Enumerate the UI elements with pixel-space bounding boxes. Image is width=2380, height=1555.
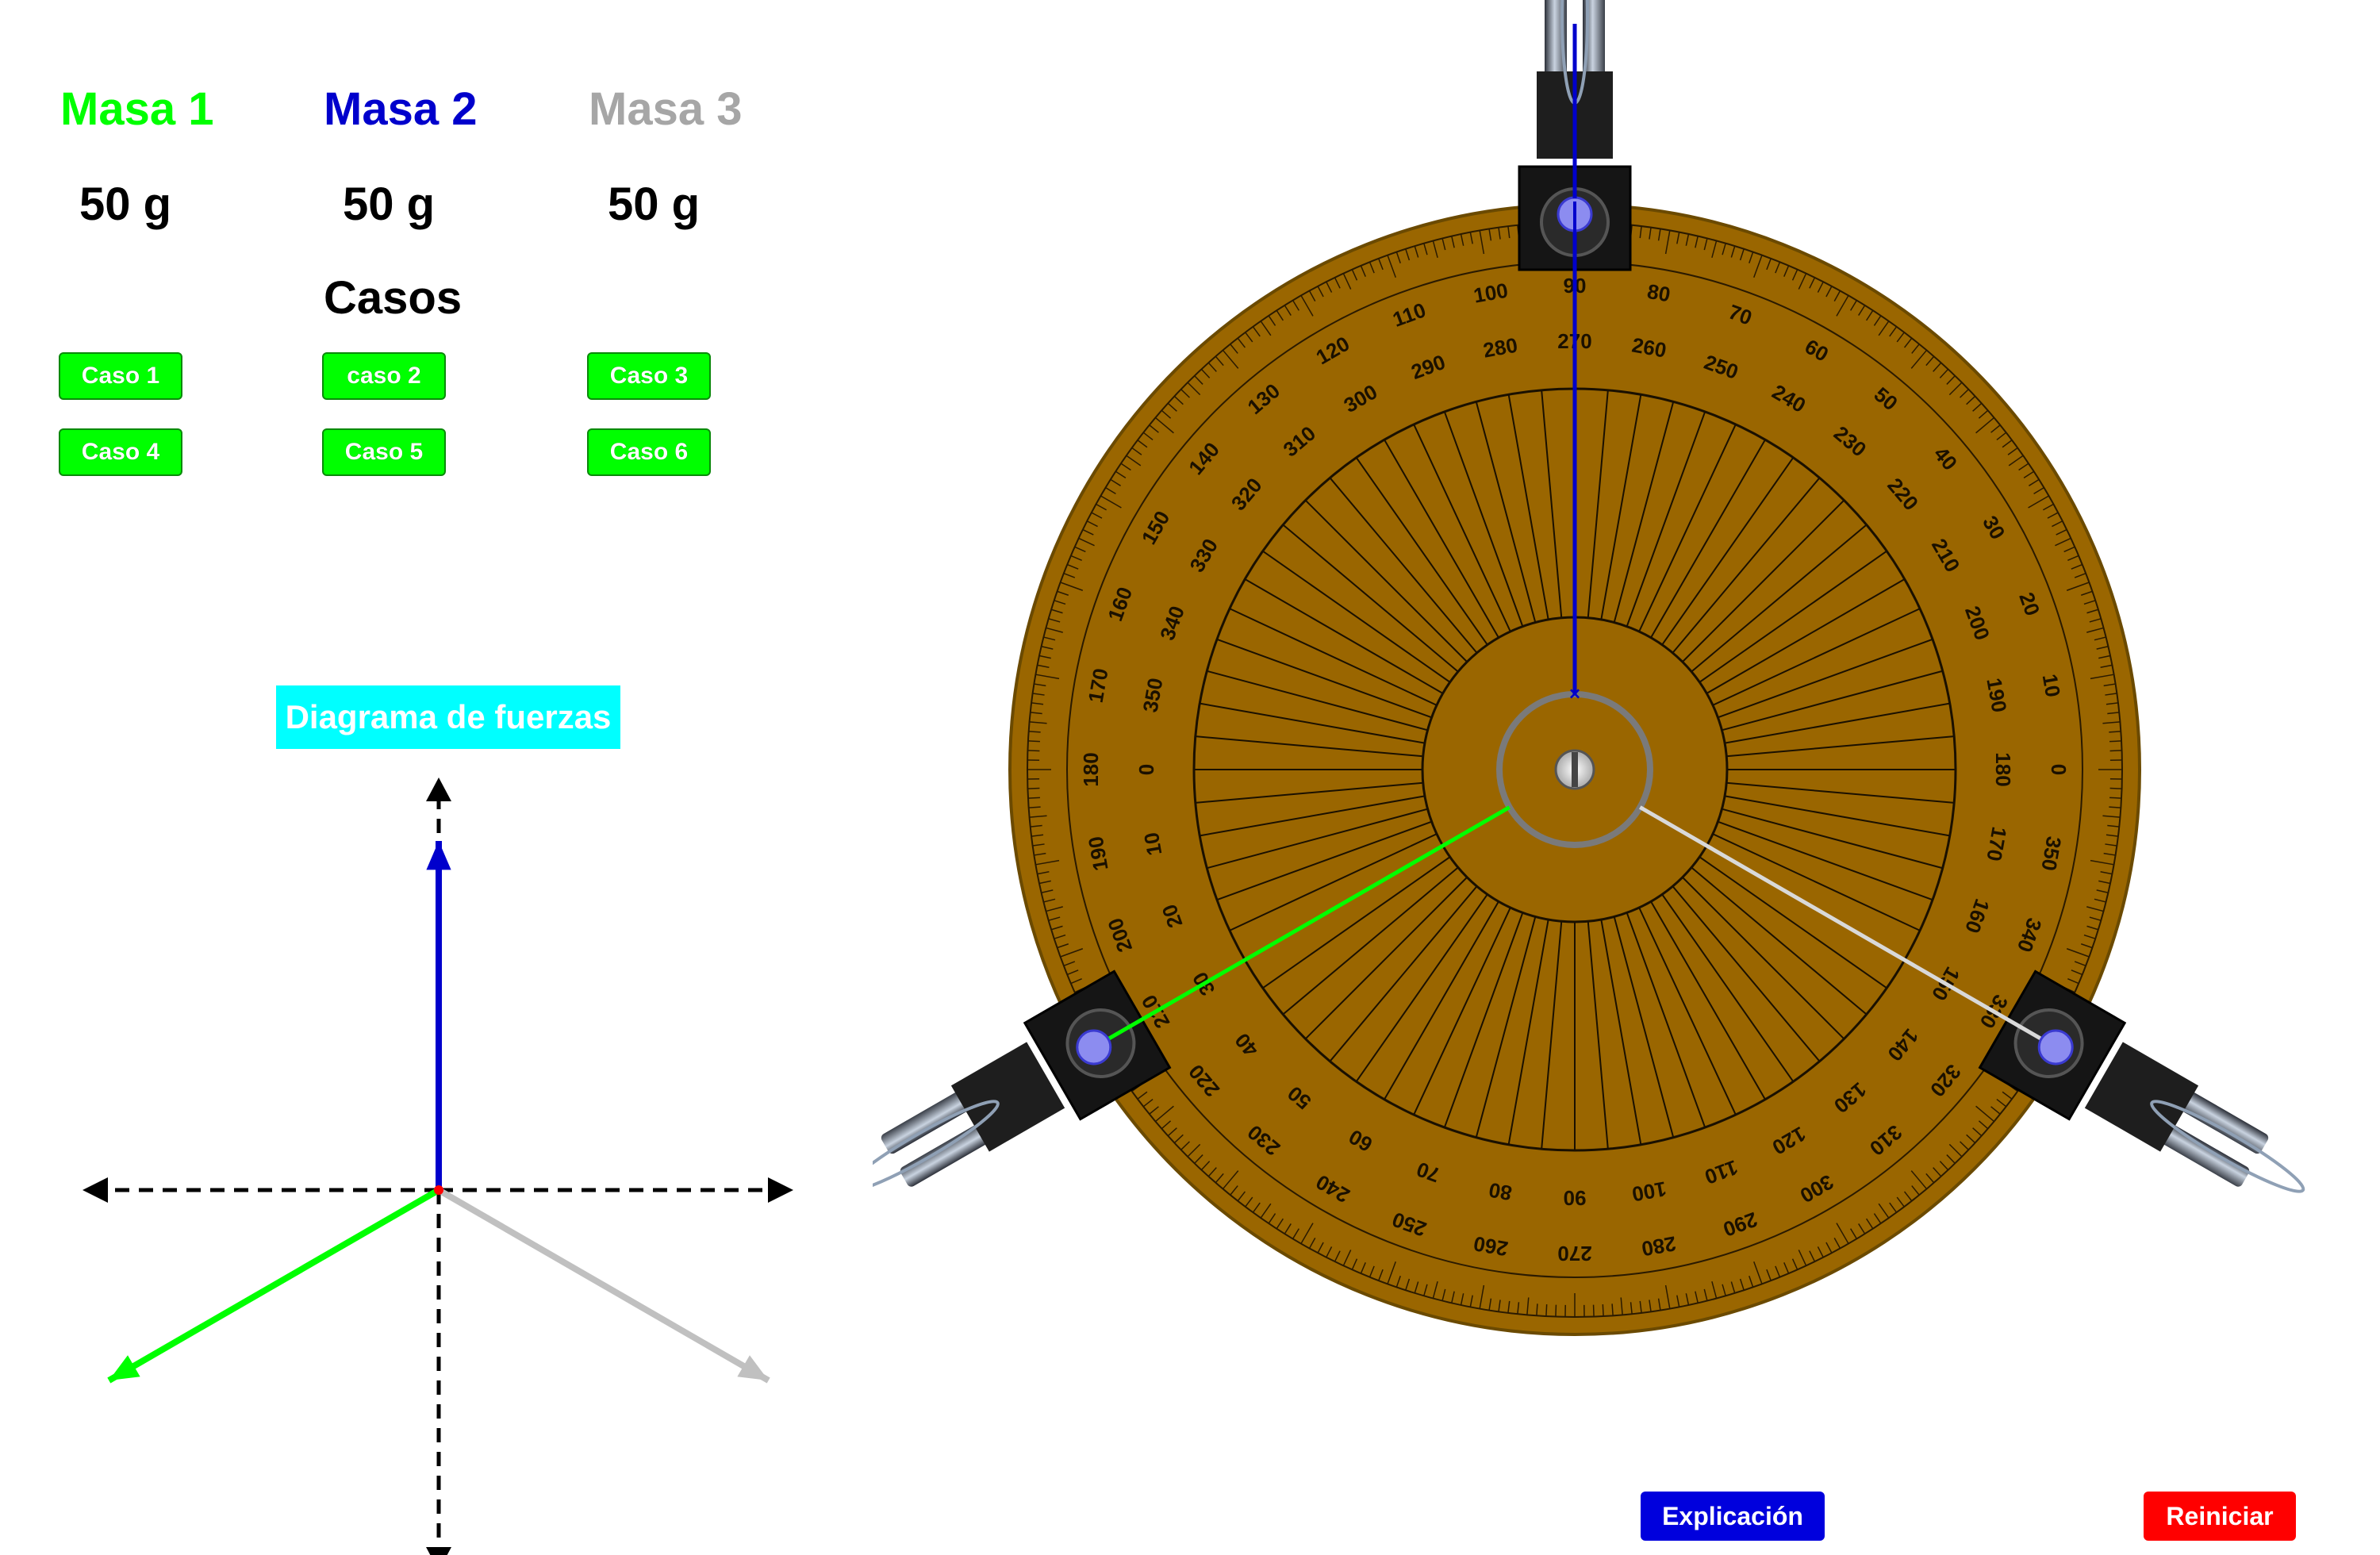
pulley-3 (1980, 971, 2331, 1238)
outer-scale-label: 180 (1079, 752, 1103, 786)
mass-1-value: 50 g (79, 178, 171, 231)
mass-3-value: 50 g (608, 178, 700, 231)
origin-point (434, 1185, 443, 1195)
pulley-knob-2 (1077, 1031, 1111, 1064)
caso-5-button[interactable]: Caso 5 (322, 428, 446, 476)
caso-4-button[interactable]: Caso 4 (59, 428, 182, 476)
casos-title: Casos (324, 271, 462, 324)
reiniciar-button[interactable]: Reiniciar (2144, 1492, 2296, 1541)
caso-6-button[interactable]: Caso 6 (587, 428, 711, 476)
caso-2-button[interactable]: caso 2 (322, 352, 446, 400)
force-arrowhead-2 (426, 841, 451, 870)
axis-up-arrowhead (426, 778, 451, 801)
outer-scale-label: 80 (1645, 279, 1672, 307)
axis-down-arrowhead (426, 1547, 451, 1555)
axis-left-arrowhead (83, 1177, 108, 1203)
string-2-marker: × (1569, 683, 1580, 705)
force-vector-3 (439, 1190, 769, 1380)
pulley-knob-3 (2039, 1031, 2072, 1064)
outer-scale-label: 0 (2047, 764, 2071, 775)
mass-2-value: 50 g (343, 178, 435, 231)
force-vector-1 (109, 1190, 439, 1380)
caso-3-button[interactable]: Caso 3 (587, 352, 711, 400)
inner-scale-label: 180 (1991, 752, 2015, 786)
inner-scale-label: 0 (1134, 764, 1158, 775)
force-table: 0102030405060708090100110120130140150160… (873, 0, 2380, 1396)
mass-3-title: Masa 3 (589, 83, 742, 136)
diagrama-fuerzas-button[interactable]: Diagrama de fuerzas (276, 685, 620, 749)
inner-scale-label: 90 (1564, 1186, 1587, 1210)
explicacion-button[interactable]: Explicación (1641, 1492, 1825, 1541)
mass-2-title: Masa 2 (324, 83, 477, 136)
caso-1-button[interactable]: Caso 1 (59, 352, 182, 400)
mass-1-title: Masa 1 (60, 83, 213, 136)
force-diagram (0, 762, 825, 1555)
outer-scale-label: 270 (1557, 1242, 1591, 1265)
inner-scale-label: 10 (1139, 831, 1167, 858)
inner-scale-label: 80 (1487, 1178, 1514, 1206)
outer-scale-label: 10 (2038, 672, 2066, 699)
axis-right-arrowhead (768, 1177, 793, 1203)
